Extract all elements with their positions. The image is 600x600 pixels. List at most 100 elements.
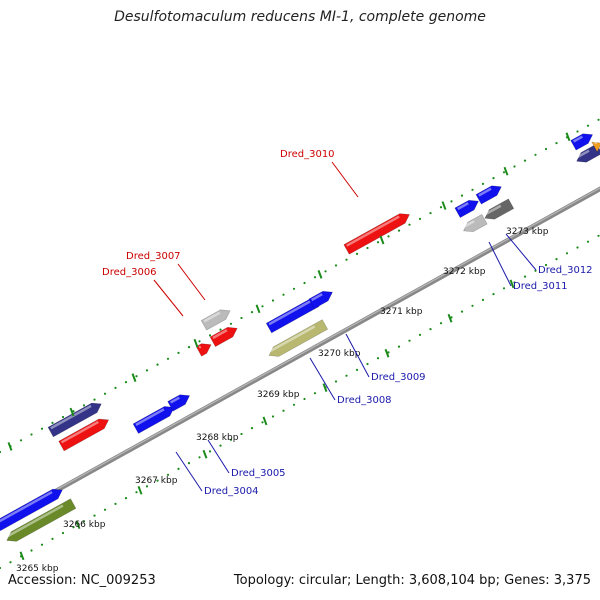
- gene-dred-3011-upper: [454, 199, 479, 219]
- guide-dot: [544, 147, 548, 151]
- guide-dot: [334, 380, 338, 383]
- guide-dot: [397, 345, 401, 348]
- gene-arrow-shape: [209, 326, 238, 348]
- gene-blue-3265: [0, 488, 63, 532]
- gene-highlight: [463, 220, 475, 229]
- guide-dot: [261, 305, 264, 308]
- guide-dot: [366, 362, 369, 366]
- guide-dot: [387, 235, 390, 238]
- scale-tick: [447, 313, 453, 323]
- gene-highlight: [198, 345, 202, 349]
- guide-dot: [250, 427, 254, 430]
- gene-arrow-shape: [132, 406, 175, 434]
- guide-dot: [208, 450, 212, 453]
- leader-line: [488, 241, 512, 287]
- leader-line: [175, 451, 203, 492]
- guide-dot: [303, 281, 306, 285]
- guide-dot: [523, 159, 527, 162]
- guide-dot: [565, 252, 569, 255]
- genome-title: Desulfotomaculum reducens MI-1, complete…: [114, 9, 486, 25]
- guide-dot: [408, 339, 411, 342]
- gene-highlight: [572, 135, 583, 143]
- guide-dot: [229, 322, 233, 325]
- guide-tick: [379, 235, 385, 245]
- guide-dot: [261, 421, 264, 424]
- gene-dred-3012-upper: [475, 185, 502, 205]
- tick-label: 3273 kbp: [506, 227, 549, 237]
- gene-blue-3274: [570, 133, 594, 151]
- guide-dot: [166, 473, 170, 476]
- guide-dot: [576, 246, 579, 249]
- guide-dot: [30, 549, 33, 552]
- gene-arrow-shape: [475, 185, 502, 205]
- guide-dot: [586, 124, 590, 127]
- guide-dot: [93, 514, 96, 517]
- gene-dred-3011: [463, 213, 488, 233]
- scale-tick: [262, 416, 268, 426]
- scale-tick: [322, 383, 328, 392]
- leader-line: [207, 439, 230, 474]
- gene-forward-3270b: [308, 290, 333, 310]
- guide-dot: [534, 153, 537, 156]
- guide-dot: [418, 333, 422, 336]
- guide-dot: [177, 467, 180, 470]
- scale-tick: [509, 279, 515, 289]
- tick-label: 3266 kbp: [63, 520, 106, 530]
- guide-dot: [229, 438, 233, 441]
- guide-dot: [345, 258, 348, 261]
- gene-label-dred_3010: Dred_3010: [280, 149, 335, 160]
- tick-label: 3270 kbp: [318, 349, 361, 359]
- guide-dot: [156, 479, 159, 482]
- guide-dot: [51, 421, 54, 424]
- guide-dot: [376, 357, 380, 360]
- tick-label: 3269 kbp: [257, 390, 300, 400]
- guide-dot: [30, 433, 33, 436]
- guide-dot: [208, 334, 212, 337]
- guide-dot: [166, 357, 170, 360]
- gene-highlight: [311, 293, 323, 302]
- guide-dot: [345, 374, 348, 377]
- guide-dot: [502, 287, 506, 290]
- gene-navy-3267: [47, 402, 102, 438]
- guide-dot: [156, 363, 159, 366]
- guide-dot: [19, 439, 23, 442]
- guide-dot: [72, 526, 75, 529]
- guide-dot: [586, 240, 590, 243]
- guide-dot: [429, 212, 432, 215]
- gene-highlight: [0, 490, 53, 524]
- gene-highlight: [594, 141, 598, 145]
- guide-tick: [317, 270, 323, 279]
- scale-tick: [202, 449, 208, 459]
- guide-dot: [439, 322, 443, 325]
- gene-arrow-shape: [195, 343, 212, 357]
- guide-dot: [187, 346, 191, 349]
- guide-tick: [503, 166, 509, 176]
- gene-highlight: [478, 187, 492, 197]
- guide-dot: [145, 369, 149, 372]
- gene-arrow-shape: [343, 213, 410, 255]
- guide-dot: [397, 229, 401, 232]
- guide-dot: [576, 130, 579, 133]
- guide-dot: [502, 171, 506, 174]
- guide-tick: [565, 132, 571, 142]
- guide-dot: [597, 234, 600, 237]
- gene-highlight: [203, 311, 221, 323]
- guide-dot: [9, 561, 12, 564]
- gene-highlight: [135, 408, 165, 426]
- gene-dred-3010: [343, 213, 410, 255]
- leader-line: [505, 233, 537, 271]
- gene-label-dred_3011: Dred_3011: [513, 281, 568, 292]
- leader-line: [331, 161, 359, 198]
- gene-highlight: [6, 504, 64, 538]
- guide-dot: [51, 537, 54, 541]
- guide-dot: [313, 392, 317, 395]
- guide-tick: [255, 304, 261, 314]
- gene-highlight: [576, 149, 590, 159]
- gene-red-3267: [58, 418, 110, 452]
- guide-dot: [103, 392, 107, 395]
- dotted-guide-lines: [0, 118, 600, 570]
- gene-dred-3007: [200, 309, 231, 331]
